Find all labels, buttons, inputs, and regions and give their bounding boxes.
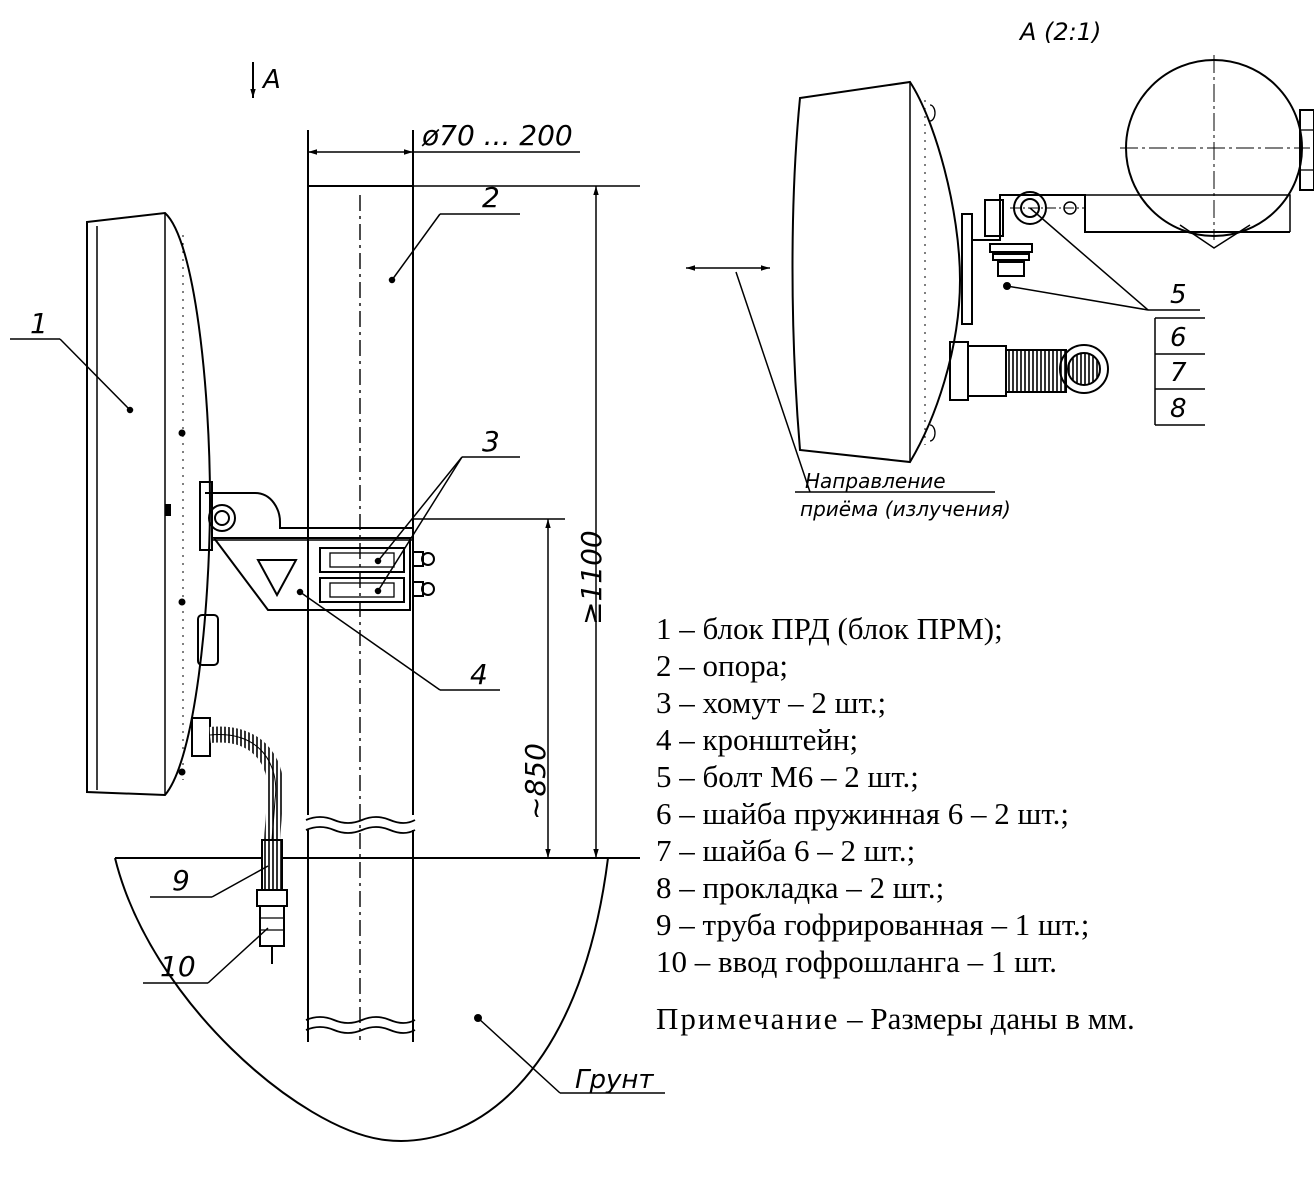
callout-1: 1 <box>30 307 48 340</box>
legend-item-7: 7 – шайба 6 – 2 шт.; <box>656 833 916 868</box>
detail-view-a <box>686 55 1314 493</box>
ground-label: Грунт <box>575 1065 654 1095</box>
hose-detail <box>949 341 1109 401</box>
dimension-height-total <box>413 185 640 858</box>
callout-7: 7 <box>1170 358 1187 388</box>
corrugated-hose <box>191 717 288 964</box>
leaders-detail <box>1006 207 1205 426</box>
legend-item-10: 10 – ввод гофрошланга – 1 шт. <box>656 944 1057 979</box>
parts-legend: 1 – блок ПРД (блок ПРМ); 2 – опора; 3 – … <box>656 610 1296 1037</box>
main-view <box>10 62 665 1142</box>
direction-label-line2: приёма (излучения) <box>800 497 1011 521</box>
callout-8: 8 <box>1170 394 1187 424</box>
callout-10: 10 <box>160 950 196 983</box>
dimension-diameter <box>307 130 580 180</box>
bracket-detail <box>972 191 1291 290</box>
antenna-unit <box>86 211 219 797</box>
legend-item-2: 2 – опора; <box>656 648 788 683</box>
direction-arrow <box>686 265 995 493</box>
dimension-diameter-label: ø70 ... 200 <box>421 119 573 152</box>
legend-item-1: 1 – блок ПРД (блок ПРМ); <box>656 611 1003 646</box>
note-text: – Размеры даны в мм. <box>839 1001 1135 1036</box>
legend-item-9: 9 – труба гофрированная – 1 шт.; <box>656 907 1090 942</box>
leaders-main <box>10 213 520 984</box>
note: Примечание – Размеры даны в мм. <box>656 1000 1296 1037</box>
dimension-height-total-label: ≥1100 <box>575 530 608 625</box>
pipe-section <box>1120 55 1314 249</box>
direction-label-line1: Направление <box>805 469 946 493</box>
detail-view-labels: A (2:1) 5 6 7 8 Направление приёма (излу… <box>800 18 1187 521</box>
ground-section <box>114 857 665 1142</box>
note-label: Примечание <box>656 1001 840 1036</box>
antenna-unit-detail <box>791 80 973 464</box>
section-a-title: A (2:1) <box>1018 18 1101 46</box>
bracket <box>199 481 413 611</box>
dimension-height-mount-label: ~850 <box>519 743 552 820</box>
legend-item-5: 5 – болт М6 – 2 шт.; <box>656 759 919 794</box>
callout-4: 4 <box>470 658 488 691</box>
legend-item-6: 6 – шайба пружинная 6 – 2 шт.; <box>656 796 1069 831</box>
legend-item-3: 3 – хомут – 2 шт.; <box>656 685 887 720</box>
legend-item-4: 4 – кронштейн; <box>656 722 859 757</box>
callout-5: 5 <box>1170 280 1187 310</box>
callout-3: 3 <box>482 425 500 458</box>
legend-item-8: 8 – прокладка – 2 шт.; <box>656 870 945 905</box>
callout-6: 6 <box>1170 323 1187 353</box>
main-view-labels: A ø70 ... 200 ≥1100 ~850 Грунт 1 2 3 4 9… <box>30 65 654 1095</box>
clamps <box>319 547 435 603</box>
callout-2: 2 <box>482 181 500 214</box>
pole <box>305 130 416 1042</box>
view-arrow-label: A <box>261 65 281 95</box>
dimension-height-mount <box>413 518 565 858</box>
callout-9: 9 <box>172 864 190 897</box>
